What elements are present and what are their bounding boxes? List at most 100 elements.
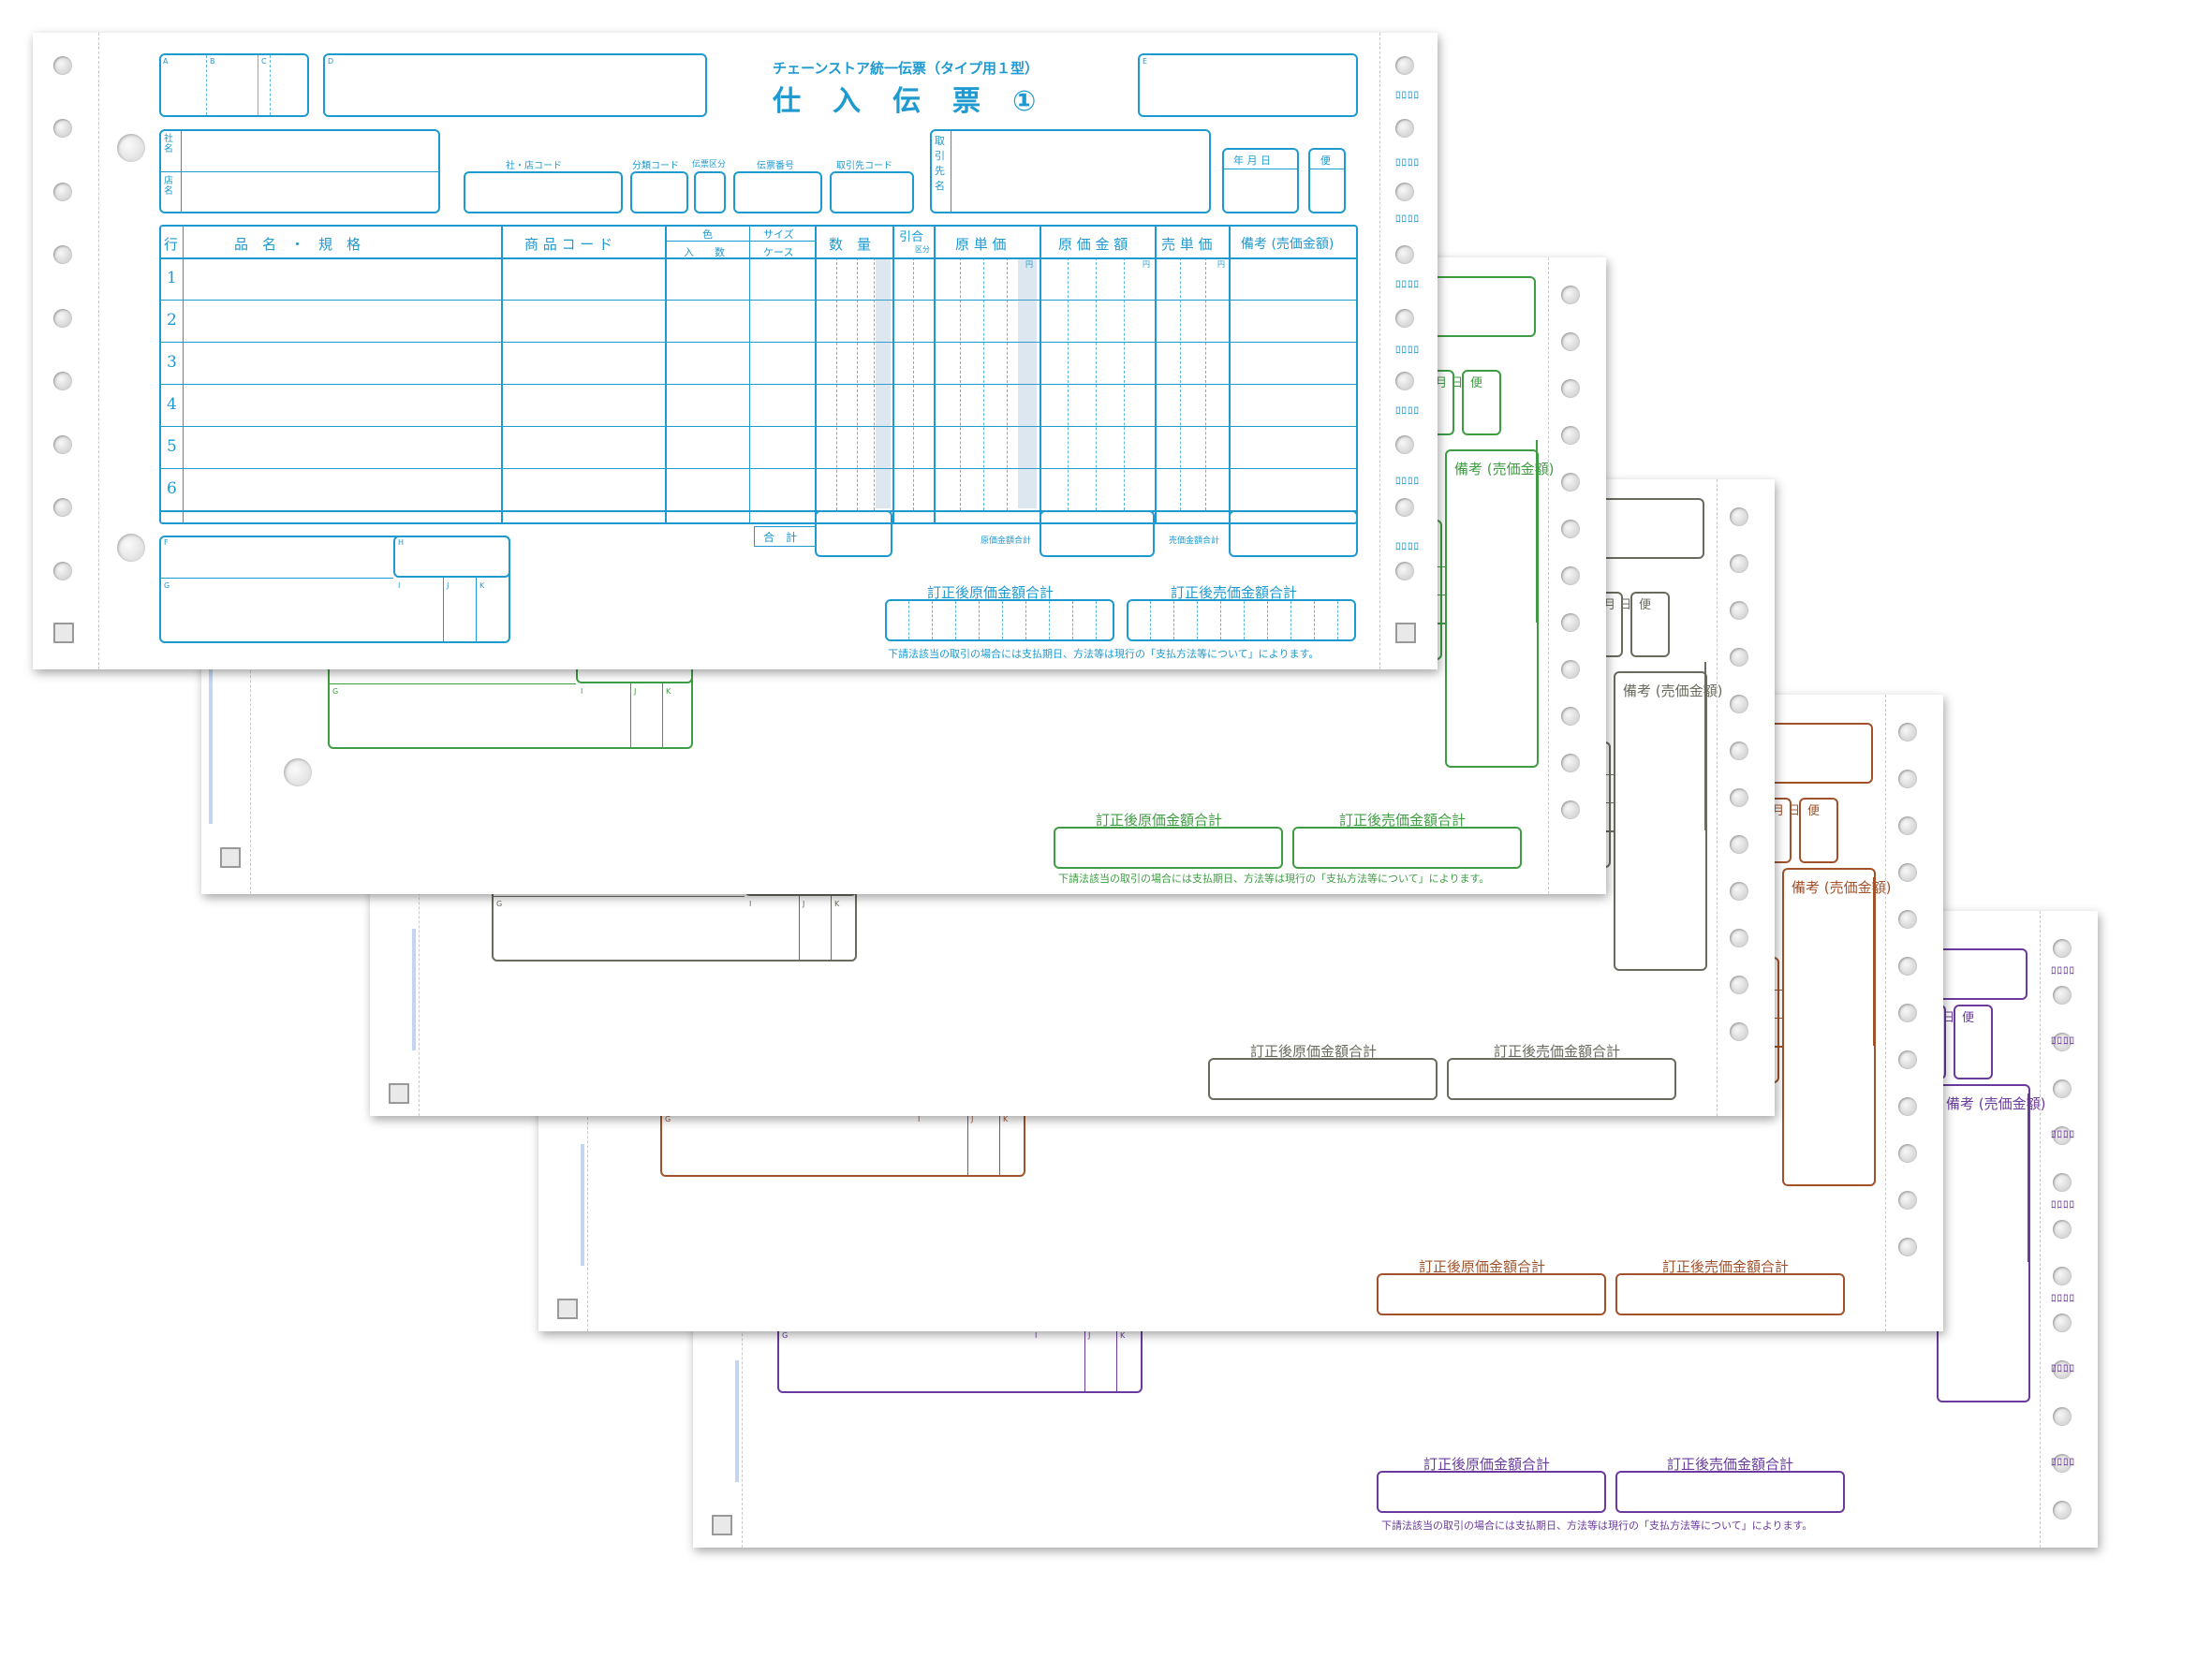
col-genka-kingaku: 原 価 金 額 — [1058, 236, 1128, 253]
torihikisaki-label: 取引先名 — [935, 135, 945, 192]
perf-marks: ﾛﾛﾛﾛ — [1395, 540, 1420, 552]
box-g-label: G — [496, 900, 503, 908]
en-label: 円 — [1143, 260, 1150, 269]
col-baitanka: 売 単 価 — [1161, 236, 1213, 253]
perf-marks: ﾛﾛﾛﾛ — [1395, 475, 1420, 487]
tractor-hole — [53, 498, 72, 517]
teisei-baika-field[interactable] — [1127, 599, 1356, 641]
bin-label: 便 — [1962, 1011, 1975, 1025]
fghijk-box[interactable] — [159, 536, 510, 643]
genka-gokei-label: 原価金額合計 — [981, 536, 1032, 546]
tractor-hole — [1395, 562, 1414, 580]
col-iro: 色 — [702, 228, 713, 241]
punch-hole — [117, 534, 145, 562]
perf-marks: ﾛﾛﾛﾛ — [2051, 1456, 2075, 1468]
perf-marks: ﾛﾛﾛﾛ — [2051, 1128, 2075, 1140]
box-b-label: B — [210, 57, 215, 66]
denpyo-bango-field[interactable] — [733, 171, 822, 213]
torihikisaki-code-label: 取引先コード — [836, 161, 892, 171]
col-kubun: 区分 — [915, 245, 930, 254]
teisei-genka-field[interactable] — [885, 599, 1114, 641]
corner-mark — [53, 623, 74, 643]
teisei-baika-label: 訂正後売価金額合計 — [1662, 1258, 1790, 1275]
tractor-hole — [53, 372, 72, 390]
date-field[interactable] — [1222, 148, 1299, 213]
tenmei-label: 店名 — [164, 176, 173, 197]
baika-gokei-label: 売価金額合計 — [1169, 536, 1220, 546]
row-number: 3 — [167, 353, 177, 372]
box-k-label: K — [479, 581, 485, 590]
date-header: 年 月 日 — [1233, 154, 1271, 167]
tractor-hole — [1395, 435, 1414, 454]
box-j-label: J — [634, 687, 637, 696]
bin-field[interactable] — [1308, 148, 1346, 213]
teisei-baika-label: 訂正後売価金額合計 — [1667, 1456, 1794, 1473]
perf-marks: ﾛﾛﾛﾛ — [1395, 213, 1420, 225]
teisei-baika-label: 訂正後売価金額合計 — [1494, 1043, 1621, 1060]
teisei-genka-label: 訂正後原価金額合計 — [1423, 1456, 1551, 1473]
denpyo-kubun-label: 伝票区分 — [692, 160, 727, 169]
row-number: 2 — [167, 311, 177, 330]
tractor-hole — [1395, 56, 1414, 75]
perf-marks: ﾛﾛﾛﾛ — [1395, 278, 1420, 290]
shamei-label: 社名 — [164, 134, 173, 154]
box-j-label: J — [1088, 1331, 1091, 1340]
tractor-hole — [53, 245, 72, 264]
denpyo-bango-label: 伝票番号 — [757, 161, 794, 171]
sha-ten-code-label: 社・店コード — [506, 161, 562, 171]
torihikisaki-box[interactable] — [930, 129, 1211, 213]
box-i-label: I — [398, 581, 401, 590]
bin-label: 便 — [1807, 804, 1821, 818]
box-e-label: E — [1143, 57, 1148, 66]
tractor-hole — [1395, 183, 1414, 201]
box-g-label: G — [164, 581, 170, 590]
col-gyo: 行 — [164, 236, 179, 253]
torihikisaki-code-field[interactable] — [830, 171, 914, 213]
teisei-genka-label: 訂正後原価金額合計 — [1419, 1258, 1546, 1275]
box-j-label: J — [803, 900, 805, 908]
perf-marks: ﾛﾛﾛﾛ — [2051, 1292, 2075, 1304]
biko-header: 備考 (売価金額) — [1792, 879, 1892, 896]
form-subtitle: チェーンストア統一伝票（タイプ用１型） — [773, 60, 1039, 77]
h-box[interactable] — [393, 536, 510, 578]
col-size: サイズ — [763, 228, 794, 241]
tractor-hole — [1395, 372, 1414, 390]
footer-note: 下請法該当の取引の場合には支払期日、方法等は現行の「支払方法等について」によりま… — [1058, 873, 1490, 885]
gokei-box[interactable] — [815, 510, 892, 557]
gokei-label: 合 計 — [763, 531, 798, 544]
biko-header: 備考 (売価金額) — [1946, 1095, 2046, 1112]
d-box[interactable] — [323, 53, 707, 117]
row-number: 4 — [167, 395, 177, 414]
perf-marks: ﾛﾛﾛﾛ — [2051, 1198, 2075, 1211]
baika-gokei-box[interactable] — [1229, 510, 1358, 557]
en-label: 円 — [1217, 260, 1225, 269]
sha-ten-code-field[interactable] — [464, 171, 623, 213]
perf-marks: ﾛﾛﾛﾛ — [2051, 1035, 2075, 1047]
tractor-hole — [1395, 498, 1414, 517]
box-f-label: F — [164, 538, 169, 547]
bunrui-code-field[interactable] — [630, 171, 688, 213]
genka-gokei-box[interactable] — [1040, 510, 1155, 557]
form-title: 仕 入 伝 票 ① — [773, 85, 1039, 118]
tractor-hole — [53, 562, 72, 580]
tractor-hole — [53, 183, 72, 201]
col-biko: 備考 (売価金額) — [1241, 237, 1335, 252]
box-i-label: I — [749, 900, 752, 908]
teisei-baika-label: 訂正後売価金額合計 — [1171, 584, 1298, 601]
denpyo-kubun-field[interactable] — [694, 171, 726, 213]
box-g-label: G — [332, 687, 339, 696]
tractor-hole — [1395, 119, 1414, 138]
e-box[interactable] — [1138, 53, 1358, 117]
box-k-label: K — [1003, 1115, 1009, 1123]
row-number: 5 — [167, 437, 177, 456]
col-gentanka: 原 単 価 — [955, 236, 1007, 253]
box-k-label: K — [834, 900, 840, 908]
perf-marks: ﾛﾛﾛﾛ — [1395, 344, 1420, 356]
box-c-label: C — [261, 57, 267, 66]
tractor-hole — [53, 309, 72, 328]
tractor-hole — [53, 56, 72, 75]
bunrui-code-label: 分類コード — [632, 161, 679, 171]
abc-box[interactable] — [159, 53, 309, 117]
teisei-genka-label: 訂正後原価金額合計 — [1250, 1043, 1378, 1060]
box-g-label: G — [665, 1115, 671, 1123]
